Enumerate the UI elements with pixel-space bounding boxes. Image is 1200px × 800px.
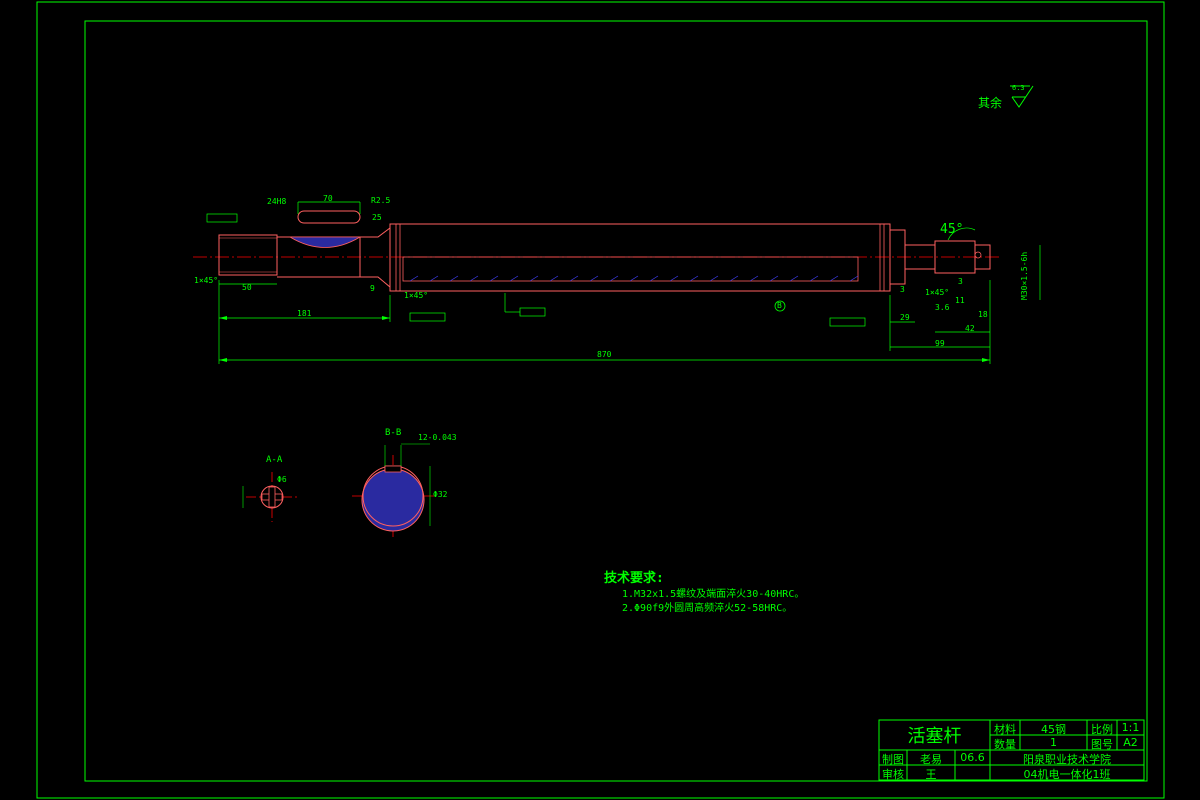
section-b-dia: Φ32 xyxy=(433,490,448,499)
dim-radius: R2.5 xyxy=(371,196,391,205)
section-b-b xyxy=(352,443,435,538)
drawing-no-value: A2 xyxy=(1123,736,1138,749)
section-marker-b xyxy=(774,300,786,312)
drawn-label: 制图 xyxy=(882,753,904,766)
section-b-dim: 12-0.043 xyxy=(418,433,457,442)
dim-overall: 870 xyxy=(597,350,612,359)
qty-label: 数量 xyxy=(994,738,1016,751)
piston-rod-view xyxy=(193,201,1041,364)
dim-small-11: 11 xyxy=(955,296,965,305)
inner-frame xyxy=(84,20,1148,782)
outer-frame xyxy=(36,1,1165,799)
dim-small-18: 18 xyxy=(978,310,988,319)
class-name: 04机电一体化1班 xyxy=(1023,768,1111,781)
material-label: 材料 xyxy=(994,723,1016,736)
scale-label: 比例 xyxy=(1091,723,1113,736)
section-a-title: A-A xyxy=(266,455,283,465)
drawn-name: 老易 xyxy=(920,753,942,766)
scale-value: 1:1 xyxy=(1121,721,1140,734)
tech-requirements-title: 技术要求: xyxy=(604,571,664,586)
tolerance-frames xyxy=(206,213,866,327)
dim-twenty-nine: 29 xyxy=(900,313,910,322)
dim-forty-two: 42 xyxy=(965,324,975,333)
dim-thread-right: M30×1.5-6h xyxy=(1020,251,1029,300)
dim-seventy: 70 xyxy=(323,194,333,203)
inner-bore xyxy=(402,256,859,282)
dim-small-25: 25 xyxy=(372,213,382,222)
qty-value: 1 xyxy=(1050,736,1057,749)
dim-angle: 45° xyxy=(940,222,964,237)
thread-end xyxy=(218,234,278,276)
keyway-hatch xyxy=(288,236,362,248)
material-value: 45钢 xyxy=(1041,723,1066,736)
tech-requirement-1: 1.M32x1.5螺纹及端面淬火30-40HRC。 xyxy=(622,589,805,600)
title-block-grid xyxy=(878,719,1145,781)
dim-small-3b: 3 xyxy=(958,277,963,286)
section-b-marker-label: B xyxy=(777,301,782,310)
main-barrel xyxy=(389,223,891,292)
dim-ninety-nine: 99 xyxy=(935,339,945,348)
section-b-title: B-B xyxy=(385,428,402,438)
checked-label: 审核 xyxy=(882,768,904,781)
angle-arc xyxy=(947,227,976,241)
dim-small-9: 9 xyxy=(370,284,375,293)
drawn-date: 06.6 xyxy=(960,751,985,764)
dim-thread-len: 50 xyxy=(242,283,252,292)
dim-keyway: 24H8 xyxy=(267,197,287,206)
dim-chamfer-right: 1×45° xyxy=(925,288,950,297)
part-name: 活塞杆 xyxy=(907,726,962,747)
keyway-slot xyxy=(297,210,361,224)
dim-left-section: 181 xyxy=(297,309,312,318)
dim-chamfer-left: 1×45° xyxy=(194,276,219,285)
dim-small-3: 3 xyxy=(900,285,905,294)
dim-chamfer-mid: 1×45° xyxy=(404,291,429,300)
checked-name: 王 xyxy=(925,768,937,781)
bore-hatch xyxy=(409,275,859,282)
dimension-lines xyxy=(218,201,1041,364)
surface-roughness-value: 6.3 xyxy=(1012,84,1025,92)
roughness-symbol xyxy=(1010,85,1034,108)
drawing-no-label: 图号 xyxy=(1091,738,1113,751)
section-a-a xyxy=(242,472,298,522)
surface-note-label: 其余 xyxy=(978,96,1003,110)
tech-requirement-2: 2.Φ90f9外圆周高频淬火52-58HRC。 xyxy=(622,603,793,614)
section-a-dim: Φ6 xyxy=(277,475,287,484)
school-name: 阳泉职业技术学院 xyxy=(1023,753,1111,766)
dim-small-3-6: 3.6 xyxy=(935,303,950,312)
